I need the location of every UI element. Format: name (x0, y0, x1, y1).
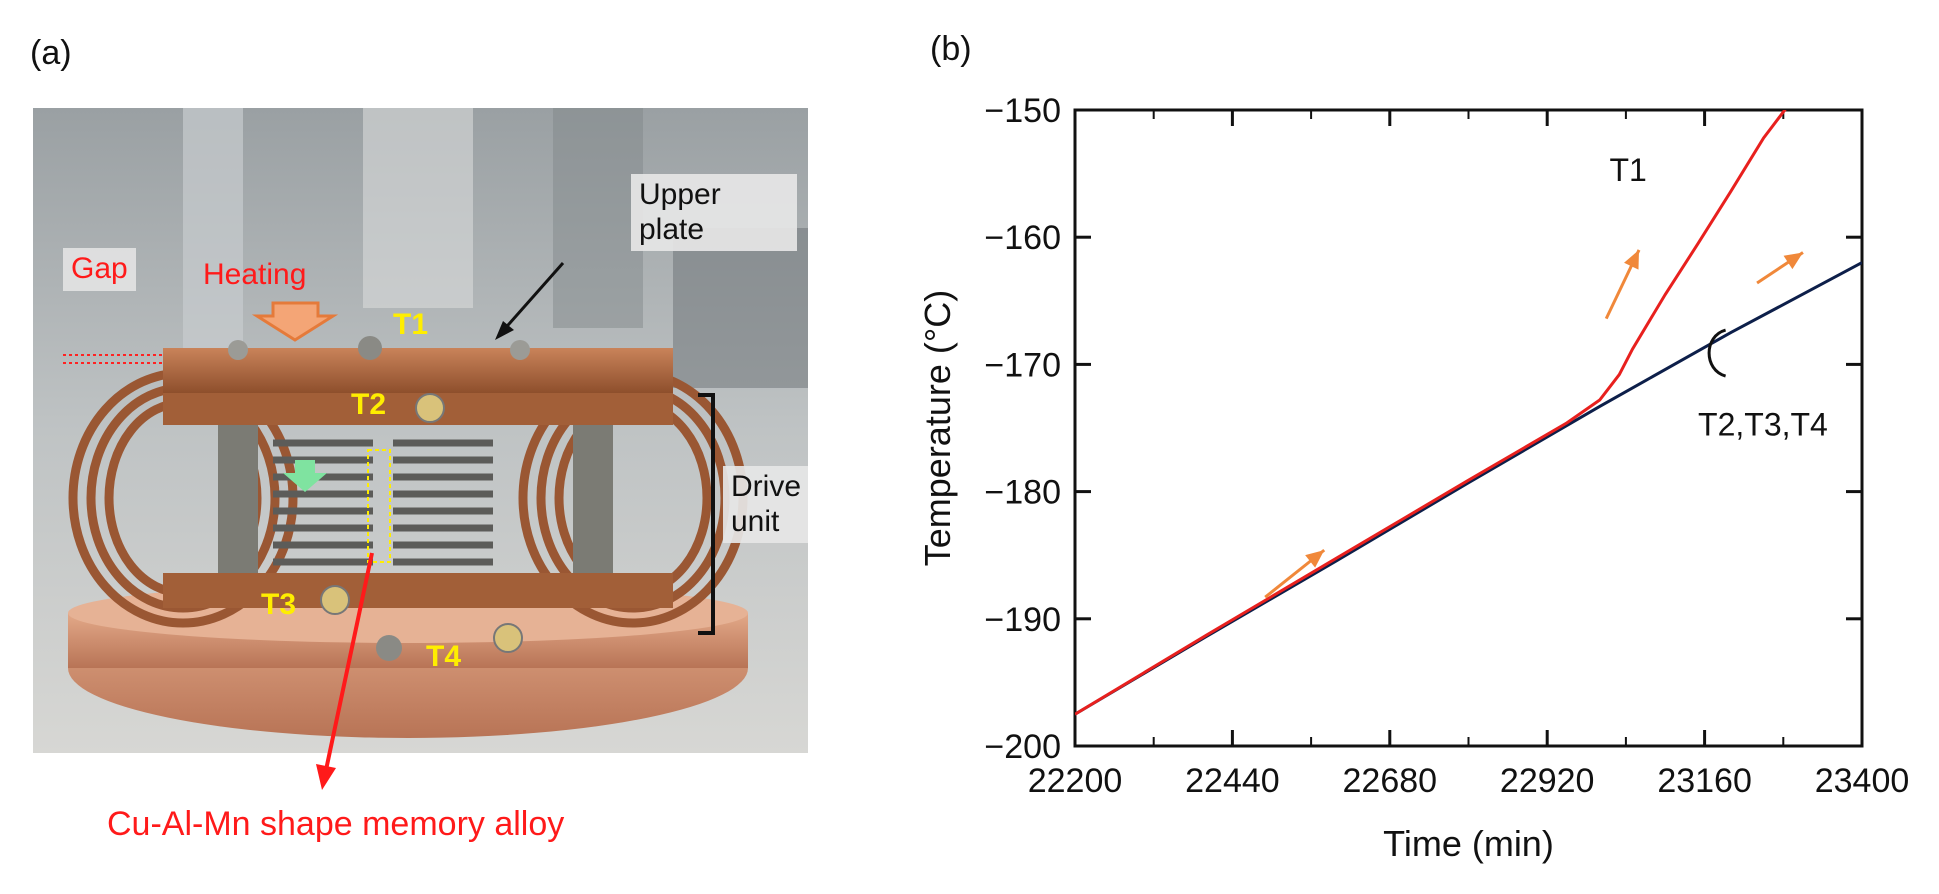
x-tick-label-1: 22440 (1185, 762, 1280, 800)
x-tick-label-3: 22920 (1500, 762, 1595, 800)
panel-label-b: (b) (930, 30, 972, 68)
y-tick-label-2: −170 (984, 346, 1061, 384)
series-label-t2-t3-t4: T2,T3,T4 (1698, 407, 1828, 443)
plot-area: 22200 22440 22680 22920 23160 23400 −150 −160 −1… (917, 92, 1909, 864)
y-tick-label-1: −160 (984, 219, 1061, 257)
x-tick-label-2: 22680 (1343, 762, 1438, 800)
series-bracket (1707, 328, 1727, 378)
t2-label: T2 (351, 388, 387, 421)
direction-arrowhead-0 (1305, 550, 1325, 568)
t4-label: T4 (426, 640, 462, 673)
upper-plate-label: Upper plate (631, 174, 797, 251)
x-tick-label-5: 23400 (1815, 762, 1910, 800)
drive-unit-label: Drive unit (723, 466, 808, 543)
t1-label: T1 (393, 308, 429, 341)
apparatus-photo: Heating Gap T1 T2 T3 T4 Upper plate Driv… (33, 108, 808, 753)
sma-caption: Cu-Al-Mn shape memory alloy (107, 805, 565, 843)
apparatus-illustration (33, 108, 808, 753)
series-line-t1 (1075, 110, 1787, 716)
panel-label-a: (a) (30, 34, 72, 72)
direction-arrowhead-2 (1783, 252, 1803, 270)
heating-label: Heating (203, 258, 307, 291)
series-label-t1: T1 (1610, 152, 1647, 188)
direction-arrowhead-1 (1624, 249, 1640, 270)
x-tick-label-0: 22200 (1028, 762, 1123, 800)
t3-label: T3 (261, 588, 297, 621)
y-tick-label-4: −190 (984, 601, 1061, 639)
y-axis-title: Temperature (°C) (917, 290, 958, 566)
y-tick-label-5: −200 (984, 728, 1061, 766)
series-line-t2-t3-t4 (1075, 261, 1862, 716)
y-tick-label-3: −180 (984, 474, 1061, 512)
x-tick-label-4: 23160 (1657, 762, 1752, 800)
x-axis-title: Time (min) (1383, 823, 1554, 864)
y-tick-label-0: −150 (984, 92, 1061, 130)
gap-label: Gap (63, 248, 136, 291)
